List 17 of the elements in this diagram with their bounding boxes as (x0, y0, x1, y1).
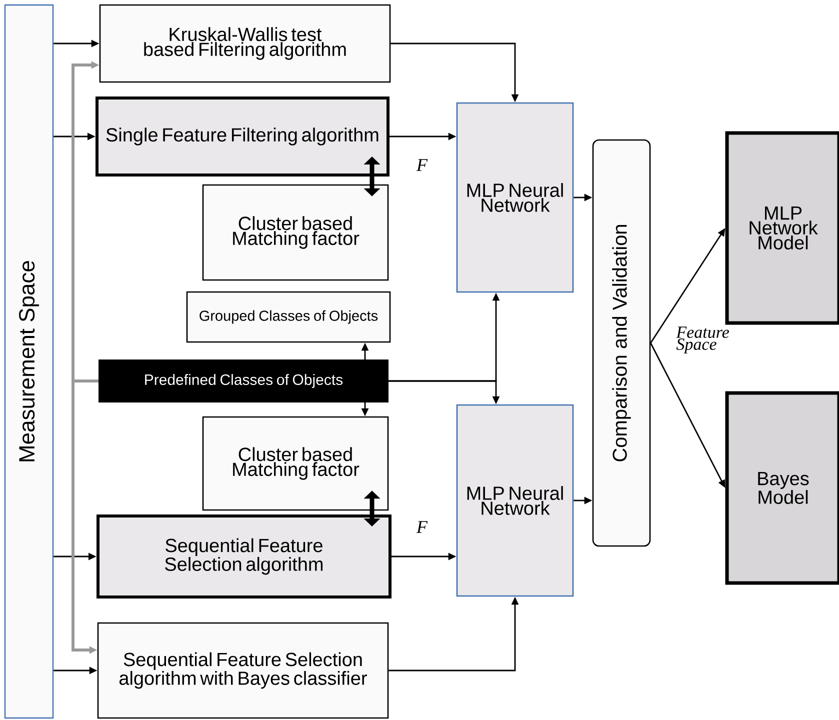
process-box: Single Feature Filtering algorithm (96, 96, 390, 176)
edge-label: F (416, 158, 428, 172)
edge-label: F (416, 520, 428, 534)
network-box: MLP Neural Network (456, 404, 574, 597)
network-box: MLP Neural Network (456, 102, 574, 293)
process-box: Sequential Feature Selection algorithm with Bayes classifier (97, 622, 389, 719)
process-box: Kruskal-Wallis test based Filtering algorithm (99, 4, 391, 83)
process-box: Comparison and Validation (592, 139, 651, 547)
model-box: Bayes Model (725, 391, 839, 585)
panel-box: Measurement Space (4, 4, 54, 719)
process-box: Cluster based Matching factor (202, 184, 389, 281)
annotation-text: Feature Space (676, 326, 729, 354)
process-box: Predefined Classes of Objects (98, 360, 388, 402)
process-box: Cluster based Matching factor (202, 416, 389, 511)
model-box: MLP Network Model (725, 131, 839, 325)
process-box: Grouped Classes of Objects (186, 291, 391, 343)
process-box: Sequential Feature Selection algorithm (96, 514, 392, 598)
